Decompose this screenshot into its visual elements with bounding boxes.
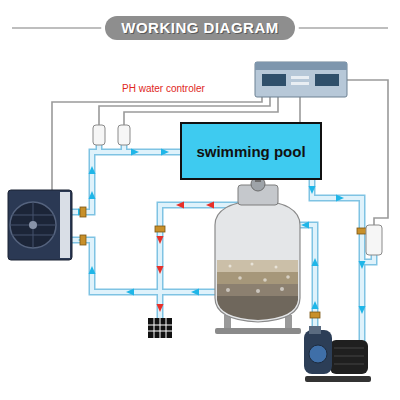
component-label: PH water controler bbox=[122, 83, 205, 94]
title-rule bbox=[299, 27, 388, 29]
pool-pump bbox=[304, 326, 371, 382]
sand-filter bbox=[215, 170, 301, 334]
title-text: WORKING DIAGRAM bbox=[121, 19, 279, 36]
backwash-arrow bbox=[157, 202, 215, 313]
heat-pump bbox=[8, 190, 72, 260]
pool-tank: swimming pool bbox=[180, 122, 322, 180]
title-banner: WORKING DIAGRAM bbox=[105, 16, 295, 40]
drain-grate bbox=[148, 318, 172, 338]
title-rule bbox=[12, 27, 101, 29]
node-text: swimming pool bbox=[196, 143, 305, 160]
ph-controller bbox=[255, 62, 347, 97]
